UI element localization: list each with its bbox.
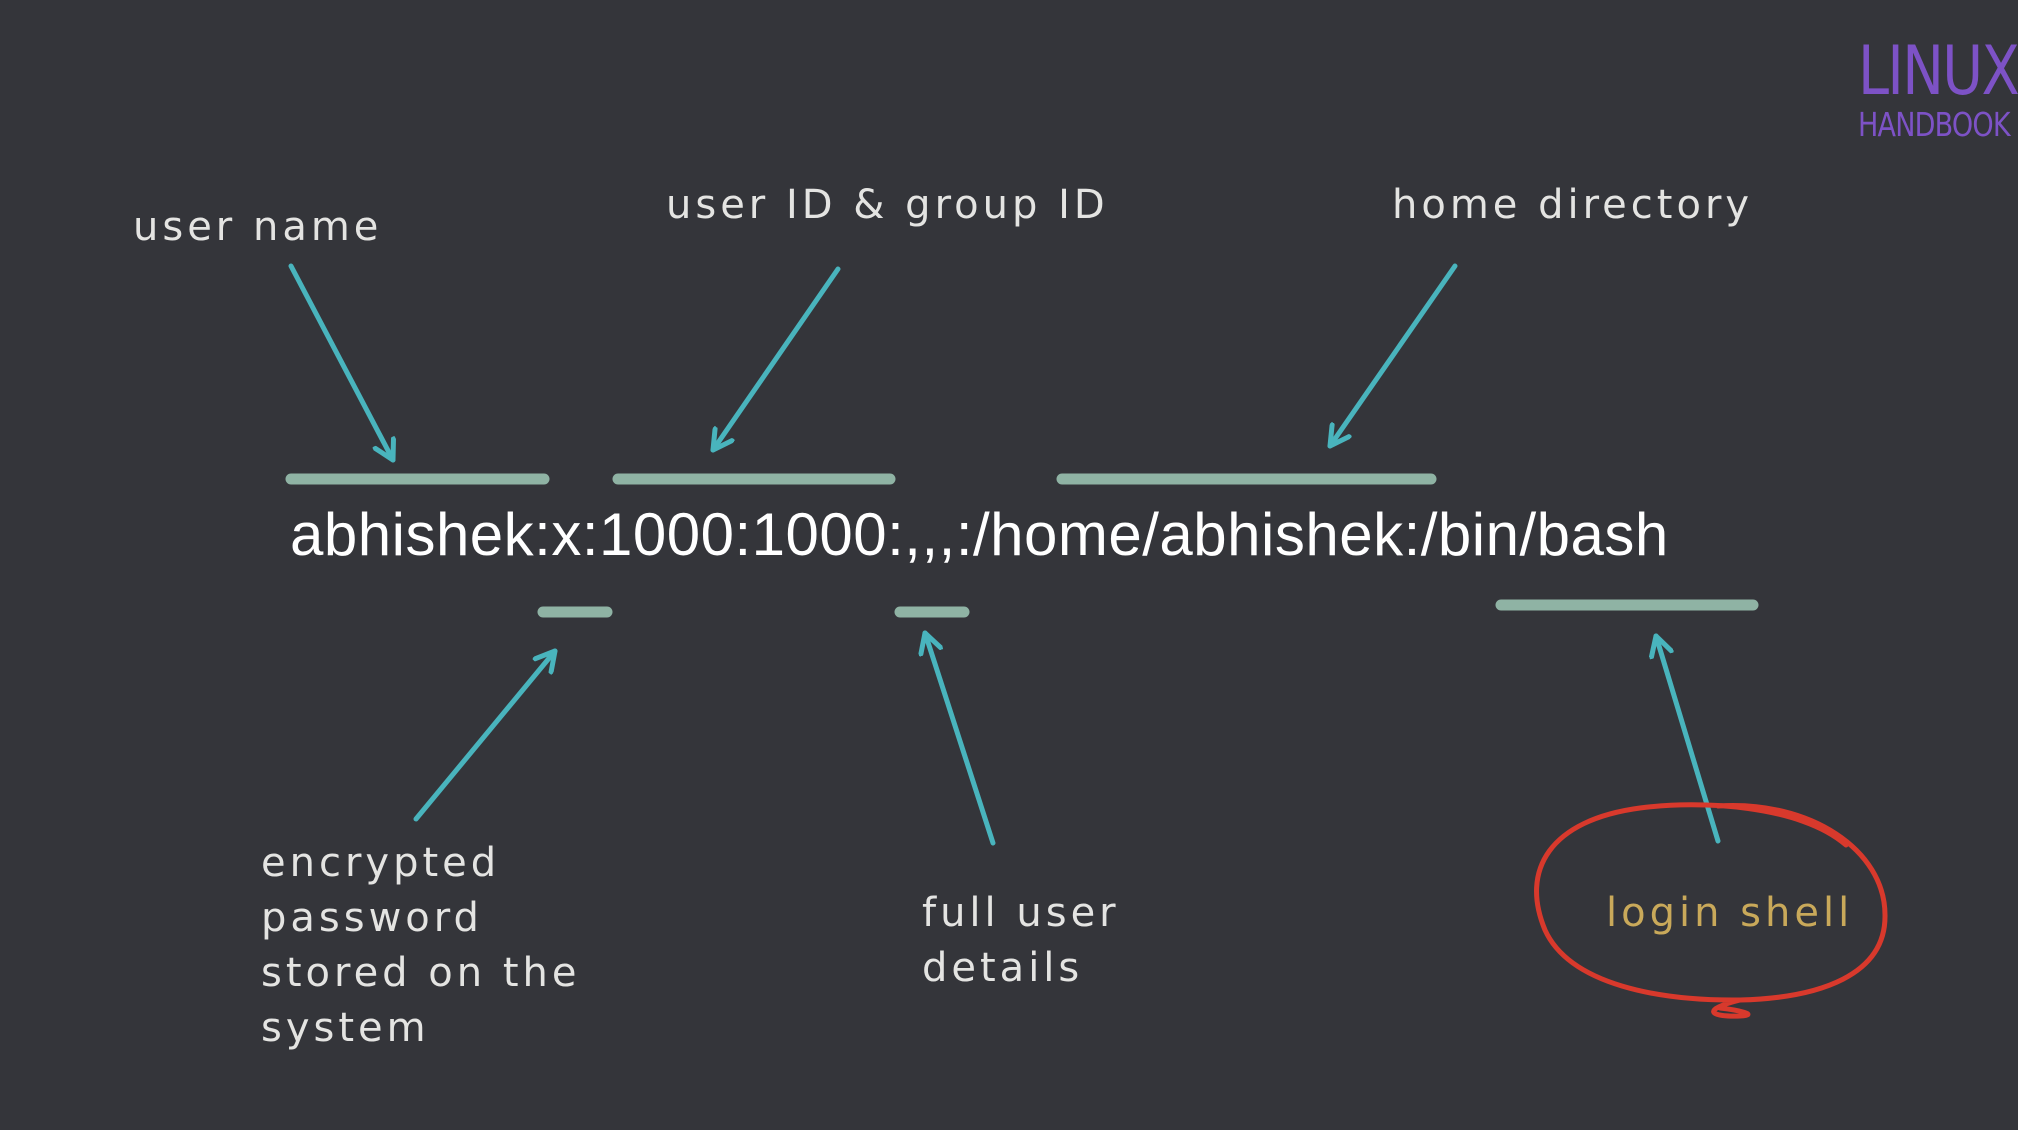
label-user-group-id: user ID & group ID xyxy=(666,182,1109,228)
arrow-login-shell xyxy=(1656,633,1721,844)
linux-handbook-logo: LINUX HANDBOOK xyxy=(1858,36,2018,142)
label-full-user-details: full user details xyxy=(922,890,1120,991)
label-home-directory: home directory xyxy=(1392,182,1754,228)
arrow-user-group-id xyxy=(710,266,841,453)
label-user-name: user name xyxy=(133,204,383,250)
highlight-circle xyxy=(1534,802,1888,1019)
label-login-shell: login shell xyxy=(1606,890,1854,936)
arrow-user-name xyxy=(288,263,393,463)
passwd-entry-line: abhishek:x:1000:1000:,,,:/home/abhishek:… xyxy=(290,501,1669,568)
arrow-encrypted-password xyxy=(413,648,558,822)
label-encrypted-password: encrypted password stored on the system xyxy=(261,840,581,1051)
arrow-full-user-details xyxy=(925,630,996,846)
arrow-home-directory xyxy=(1327,263,1458,449)
